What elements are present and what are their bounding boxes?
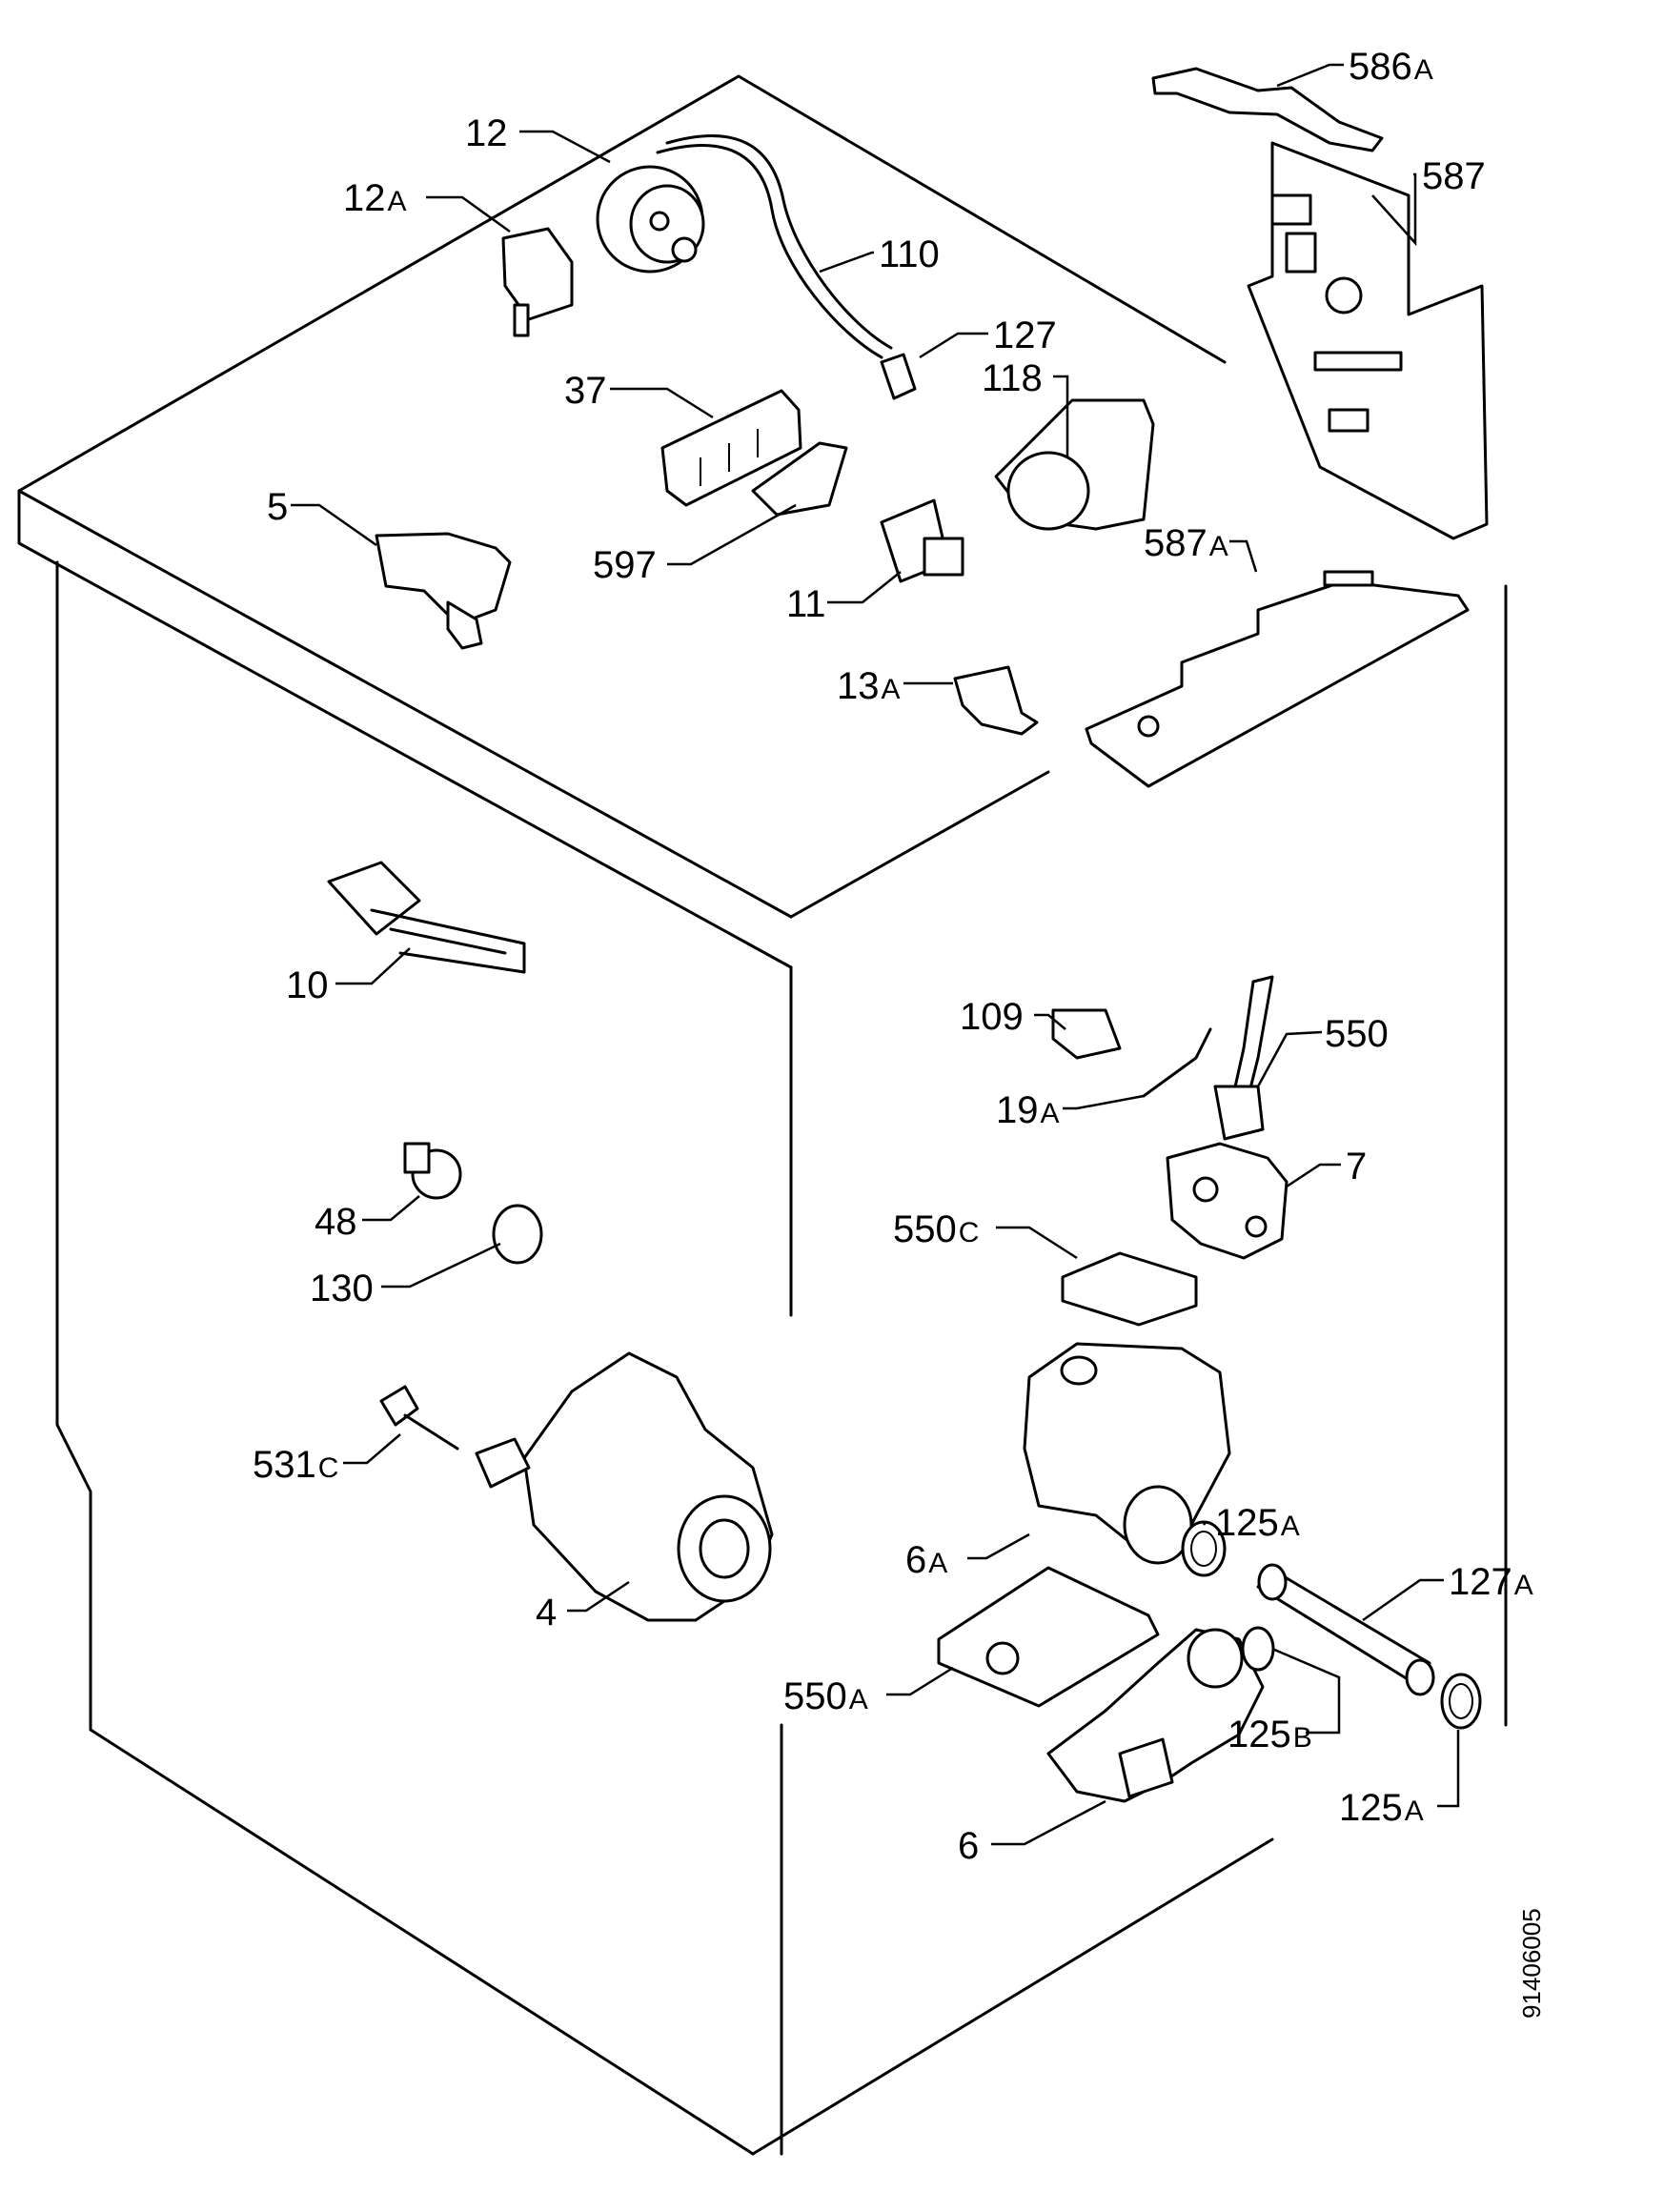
callout-130: 130 bbox=[310, 1268, 374, 1309]
part-531c-screw bbox=[379, 1385, 459, 1451]
part-550c-cover bbox=[1061, 1251, 1198, 1327]
callout-12a: 12A bbox=[343, 177, 407, 219]
part-6a-pump bbox=[1023, 1342, 1231, 1565]
part-12a-pressure-switch bbox=[501, 227, 574, 337]
callout-48: 48 bbox=[315, 1201, 357, 1243]
part-5-inlet-valve bbox=[375, 532, 512, 650]
callout-7: 7 bbox=[1346, 1146, 1368, 1187]
part-6-drain-pump bbox=[1046, 1628, 1265, 1803]
part-12-pressure-switch bbox=[596, 165, 705, 274]
part-586a-bracket bbox=[1151, 67, 1384, 152]
callout-127: 127 bbox=[993, 315, 1057, 356]
part-597-clip bbox=[751, 441, 848, 517]
callout-587a: 587A bbox=[1144, 522, 1228, 564]
callout-13a: 13A bbox=[837, 665, 901, 707]
callout-37: 37 bbox=[564, 370, 607, 412]
callout-125a-top: 125A bbox=[1215, 1502, 1300, 1544]
drawing-code: 91406005 bbox=[1517, 1908, 1546, 2019]
callout-597: 597 bbox=[593, 544, 657, 586]
callout-550: 550 bbox=[1325, 1013, 1389, 1055]
part-550-wiring-harness bbox=[1213, 975, 1274, 1141]
part-125a-seal-bottom bbox=[1440, 1673, 1482, 1730]
callout-125b: 125B bbox=[1228, 1714, 1312, 1755]
part-7-pump-housing bbox=[1166, 1142, 1289, 1260]
callout-12: 12 bbox=[465, 112, 508, 154]
leader-lines bbox=[291, 63, 1460, 1846]
part-125b-seal bbox=[1241, 1626, 1275, 1672]
part-19a-sensor bbox=[1142, 1027, 1212, 1098]
part-118-timer bbox=[994, 398, 1155, 531]
callout-531c: 531C bbox=[253, 1444, 339, 1486]
callout-6: 6 bbox=[958, 1825, 980, 1867]
part-110-hose bbox=[656, 144, 883, 359]
callout-19a: 19A bbox=[996, 1089, 1060, 1131]
part-587-control-housing bbox=[1247, 141, 1489, 540]
part-37-terminal-block bbox=[660, 389, 802, 507]
part-125a-seal-top bbox=[1181, 1520, 1227, 1577]
part-109-cover bbox=[1051, 1008, 1122, 1060]
callout-550c: 550C bbox=[893, 1208, 980, 1250]
part-4-motor bbox=[475, 1351, 774, 1622]
part-587a-circuit-board bbox=[1085, 570, 1470, 788]
callout-6a: 6A bbox=[905, 1539, 948, 1581]
part-10-heater bbox=[327, 861, 526, 974]
callout-110: 110 bbox=[879, 233, 940, 275]
callout-586a: 586A bbox=[1349, 46, 1433, 88]
callout-10: 10 bbox=[286, 964, 329, 1006]
callout-125a-bottom: 125A bbox=[1339, 1787, 1424, 1829]
callout-5: 5 bbox=[267, 486, 289, 528]
part-550a-cover bbox=[937, 1566, 1160, 1708]
part-11-capacitor bbox=[880, 498, 964, 583]
part-13a-connector bbox=[953, 665, 1039, 736]
callout-11: 11 bbox=[786, 583, 826, 625]
part-48-thermostat bbox=[403, 1142, 462, 1200]
callout-127a: 127A bbox=[1449, 1561, 1533, 1603]
part-130-fitting bbox=[492, 1204, 543, 1265]
part-127a-pipe bbox=[1256, 1563, 1435, 1696]
part-127-connector bbox=[880, 353, 917, 400]
callout-4: 4 bbox=[536, 1592, 558, 1634]
cabinet-outline bbox=[17, 74, 1508, 2156]
callout-109: 109 bbox=[960, 996, 1024, 1038]
callout-587: 587 bbox=[1422, 155, 1486, 197]
callout-550a: 550A bbox=[783, 1675, 868, 1717]
callout-118: 118 bbox=[982, 357, 1043, 399]
